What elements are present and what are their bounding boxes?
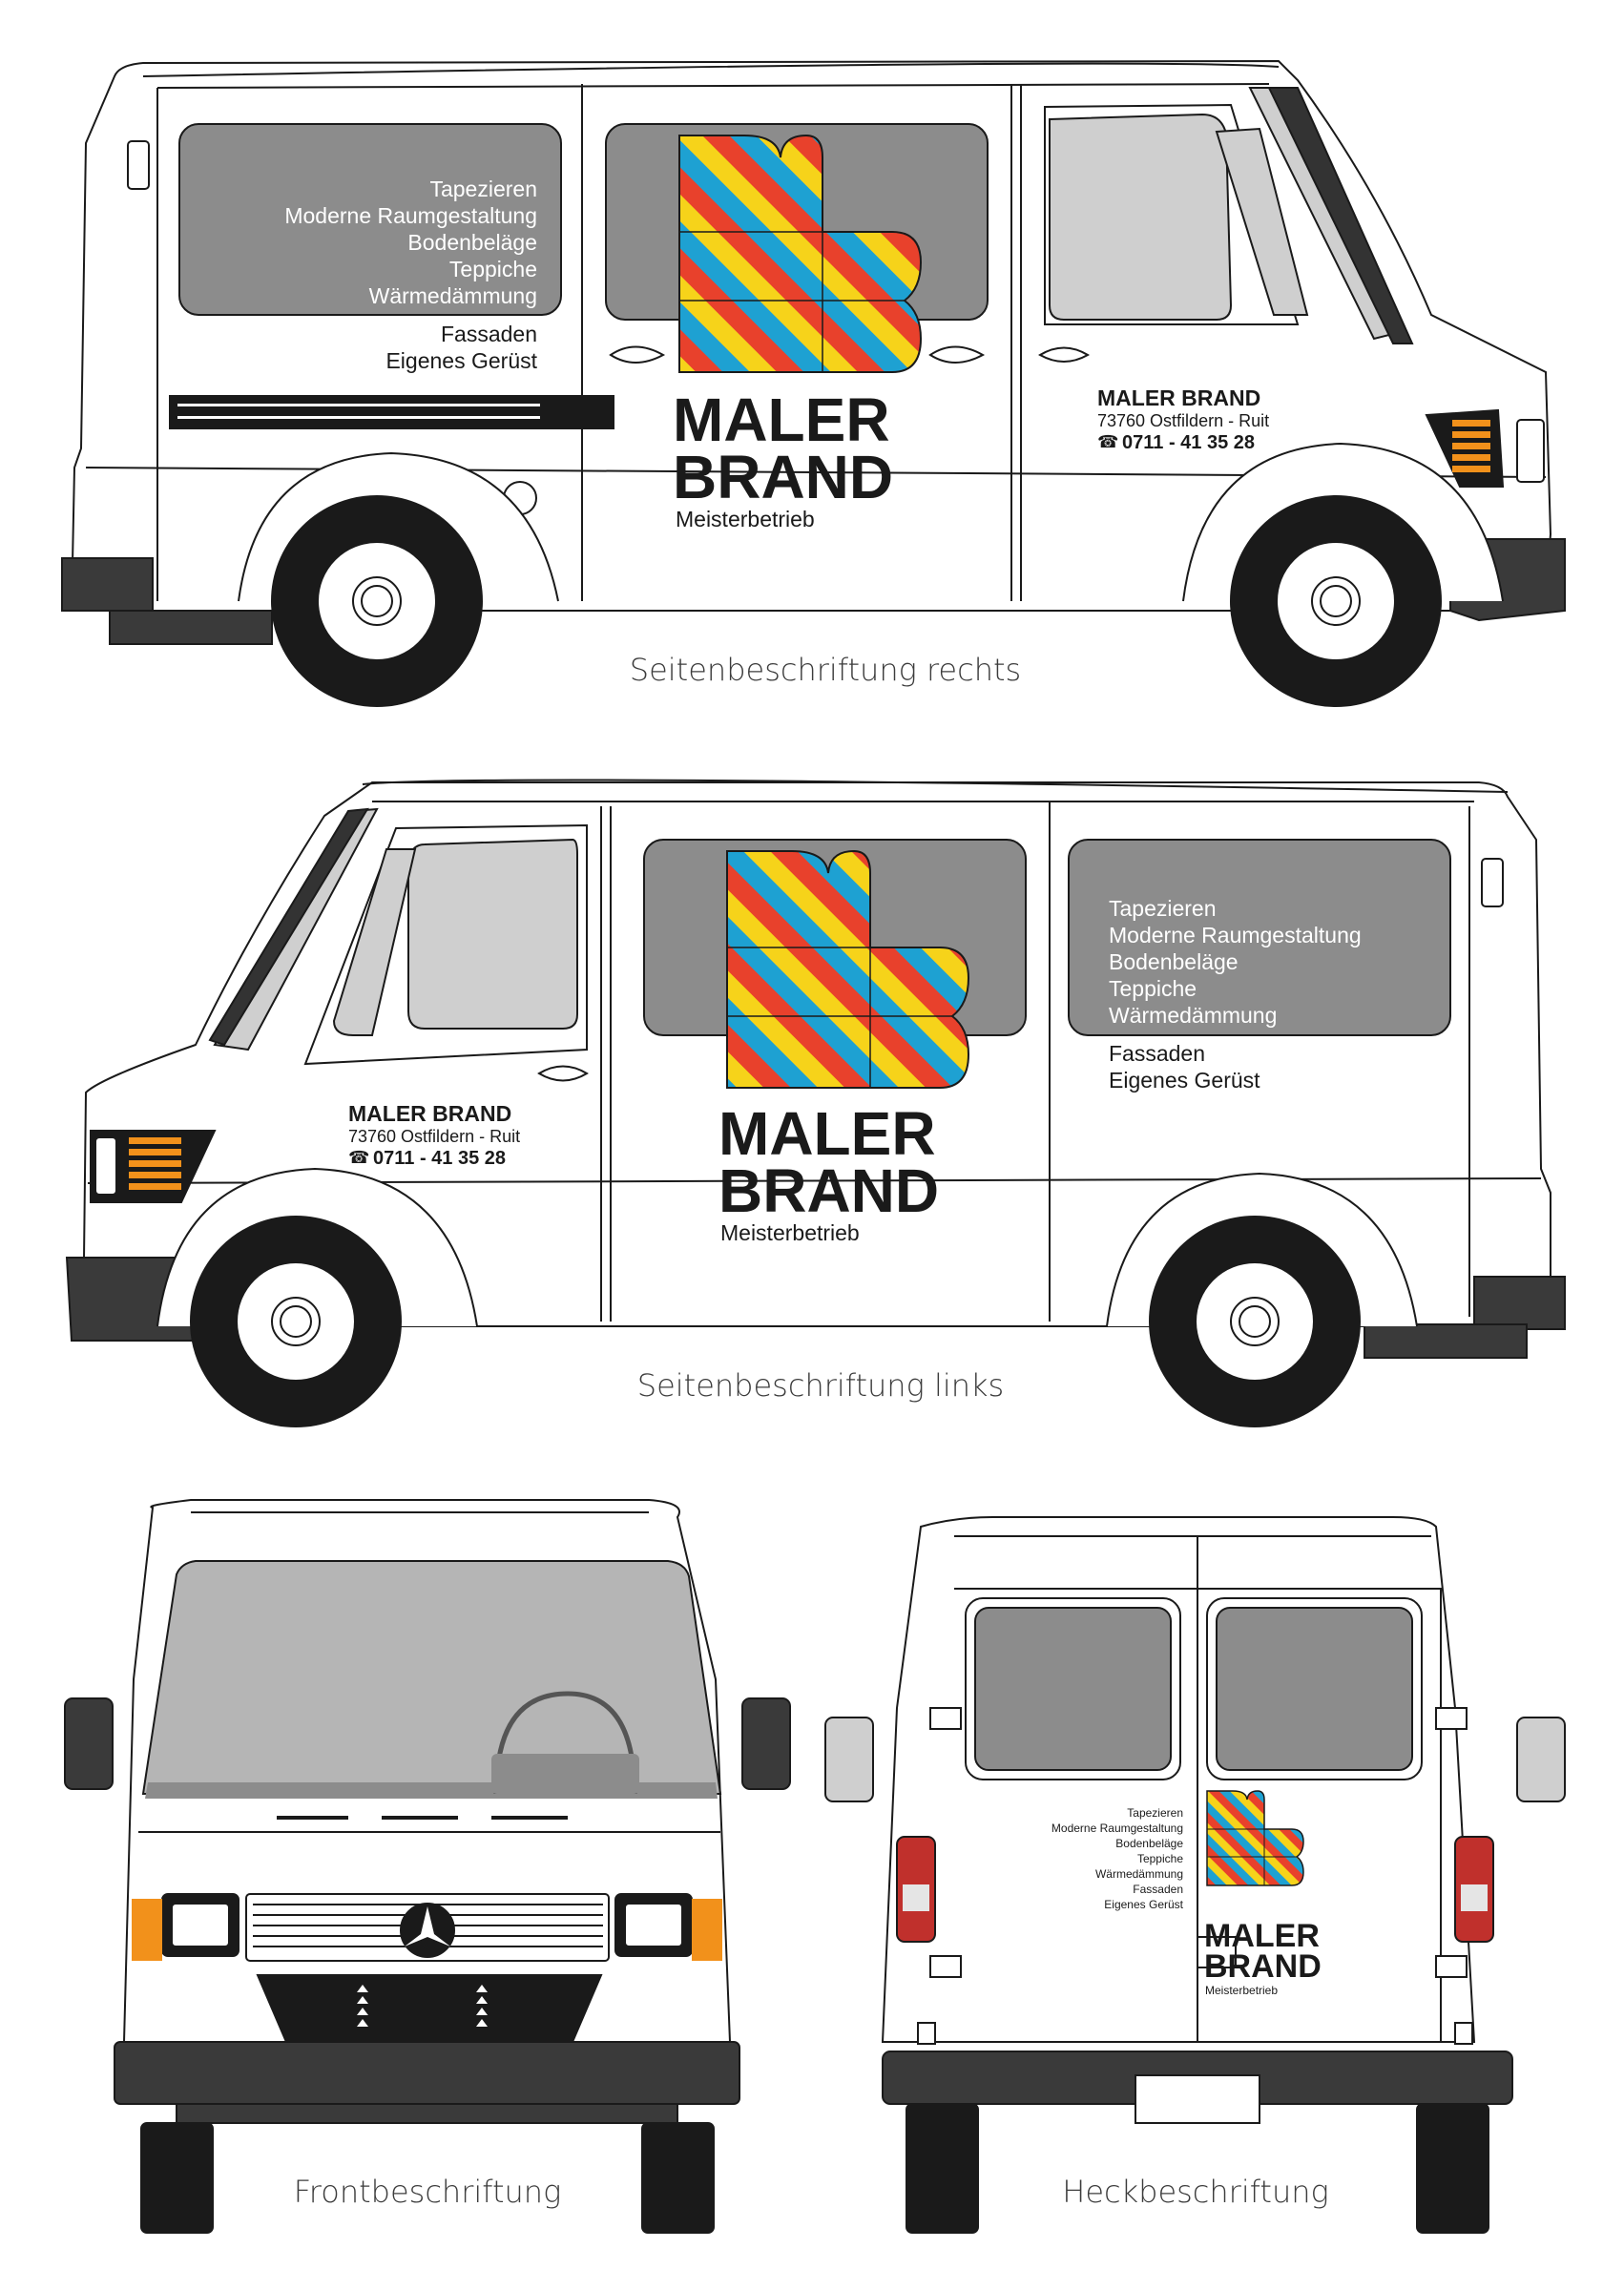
contact-block-right: MALER BRAND 73760 Ostfildern - Ruit ☎ 07…: [1097, 385, 1269, 453]
phone-icon: ☎: [348, 1148, 369, 1167]
mirror-left: [64, 1697, 114, 1790]
cab-door-window: [407, 838, 578, 1030]
wheel-front: [190, 1216, 402, 1427]
indicator-light-orange: [1452, 420, 1490, 472]
license-plate: [1135, 2074, 1260, 2124]
service-text: Fassaden: [1133, 1883, 1183, 1896]
caption-right: Seitenbeschriftung rechts: [630, 652, 1021, 688]
services-list-rear: Tapezieren Moderne Raumgestaltung Bodenb…: [1051, 1806, 1184, 1911]
brand-logo-left: MALER BRAND Meisterbetrieb: [718, 849, 970, 1245]
services-list-left: Tapezieren Moderne Raumgestaltung Bodenb…: [1109, 896, 1362, 1093]
contact-address: 73760 Ostfildern - Ruit: [1097, 411, 1269, 430]
services-list-right: Tapezieren Moderne Raumgestaltung Bodenb…: [284, 177, 537, 373]
brand-name-line1: MALER: [673, 385, 890, 454]
rear-side-window: [1068, 839, 1451, 1036]
mirror-right: [741, 1697, 791, 1790]
service-text: Tapezieren: [1127, 1806, 1183, 1820]
service-text: Bodenbeläge: [1109, 949, 1239, 974]
brand-tagline: Meisterbetrieb: [720, 1220, 860, 1245]
service-text: Fassaden: [441, 322, 537, 346]
van-front: [64, 1499, 791, 2234]
rear-window-left: [974, 1607, 1172, 1771]
contact-phone: 0711 - 41 35 28: [373, 1148, 506, 1169]
phone-icon: ☎: [1097, 432, 1118, 451]
brand-logo-rear: MALER BRAND Meisterbetrieb: [1204, 1790, 1322, 1997]
cab-door-window: [1049, 113, 1233, 321]
wheel-rear: [1149, 1216, 1361, 1427]
service-text: Moderne Raumgestaltung: [1109, 923, 1362, 947]
contact-name: MALER BRAND: [348, 1101, 511, 1126]
service-text: Moderne Raumgestaltung: [1051, 1822, 1183, 1835]
rear-side-window: [178, 123, 562, 316]
brand-name-line1: MALER: [718, 1099, 936, 1168]
rear-window-right: [1216, 1607, 1413, 1771]
indicator-light-orange: [129, 1137, 181, 1190]
contact-name: MALER BRAND: [1097, 385, 1260, 410]
service-text: Teppiche: [1109, 976, 1197, 1001]
service-text: Bodenbeläge: [407, 230, 537, 255]
logo-stripes: [726, 849, 970, 1089]
brand-logo-right: MALER BRAND Meisterbetrieb: [673, 134, 923, 531]
service-text: Wärmedämmung: [1095, 1867, 1183, 1881]
service-text: Moderne Raumgestaltung: [284, 203, 537, 228]
service-text: Bodenbeläge: [1115, 1837, 1183, 1850]
service-text: Fassaden: [1109, 1041, 1205, 1066]
brand-name-line1: MALER: [1204, 1918, 1320, 1954]
van-side-left: [65, 779, 1566, 1427]
brand-name-line2: BRAND: [673, 443, 893, 511]
brand-name-line2: BRAND: [718, 1156, 939, 1225]
van-rear: [824, 1516, 1566, 2234]
brand-tagline: Meisterbetrieb: [676, 507, 815, 531]
caption-left: Seitenbeschriftung links: [637, 1367, 1004, 1404]
caption-front: Frontbeschriftung: [294, 2174, 562, 2210]
service-text: Tapezieren: [429, 177, 537, 201]
indicator-light-orange: [132, 1899, 722, 1961]
service-text: Tapezieren: [1109, 896, 1217, 921]
service-text: Teppiche: [449, 257, 537, 281]
service-text: Eigenes Gerüst: [385, 348, 537, 373]
wheel-front: [1230, 495, 1442, 707]
logo-stripes: [678, 134, 923, 373]
brand-name-line2: BRAND: [1204, 1948, 1322, 1985]
brand-tagline: Meisterbetrieb: [1205, 1984, 1278, 1997]
contact-phone: 0711 - 41 35 28: [1122, 432, 1255, 453]
service-text: Teppiche: [1137, 1852, 1183, 1865]
wheel-rear: [271, 495, 483, 707]
service-text: Wärmedämmung: [369, 283, 537, 308]
service-text: Eigenes Gerüst: [1109, 1068, 1260, 1093]
contact-block-left: MALER BRAND 73760 Ostfildern - Ruit ☎ 07…: [348, 1101, 520, 1169]
logo-stripes: [1206, 1790, 1304, 1886]
windshield: [141, 1560, 722, 1795]
caption-rear: Heckbeschriftung: [1062, 2174, 1328, 2210]
front-bumper: [114, 2041, 740, 2105]
service-text: Eigenes Gerüst: [1104, 1898, 1183, 1911]
contact-address: 73760 Ostfildern - Ruit: [348, 1127, 520, 1146]
service-text: Wärmedämmung: [1109, 1003, 1277, 1028]
